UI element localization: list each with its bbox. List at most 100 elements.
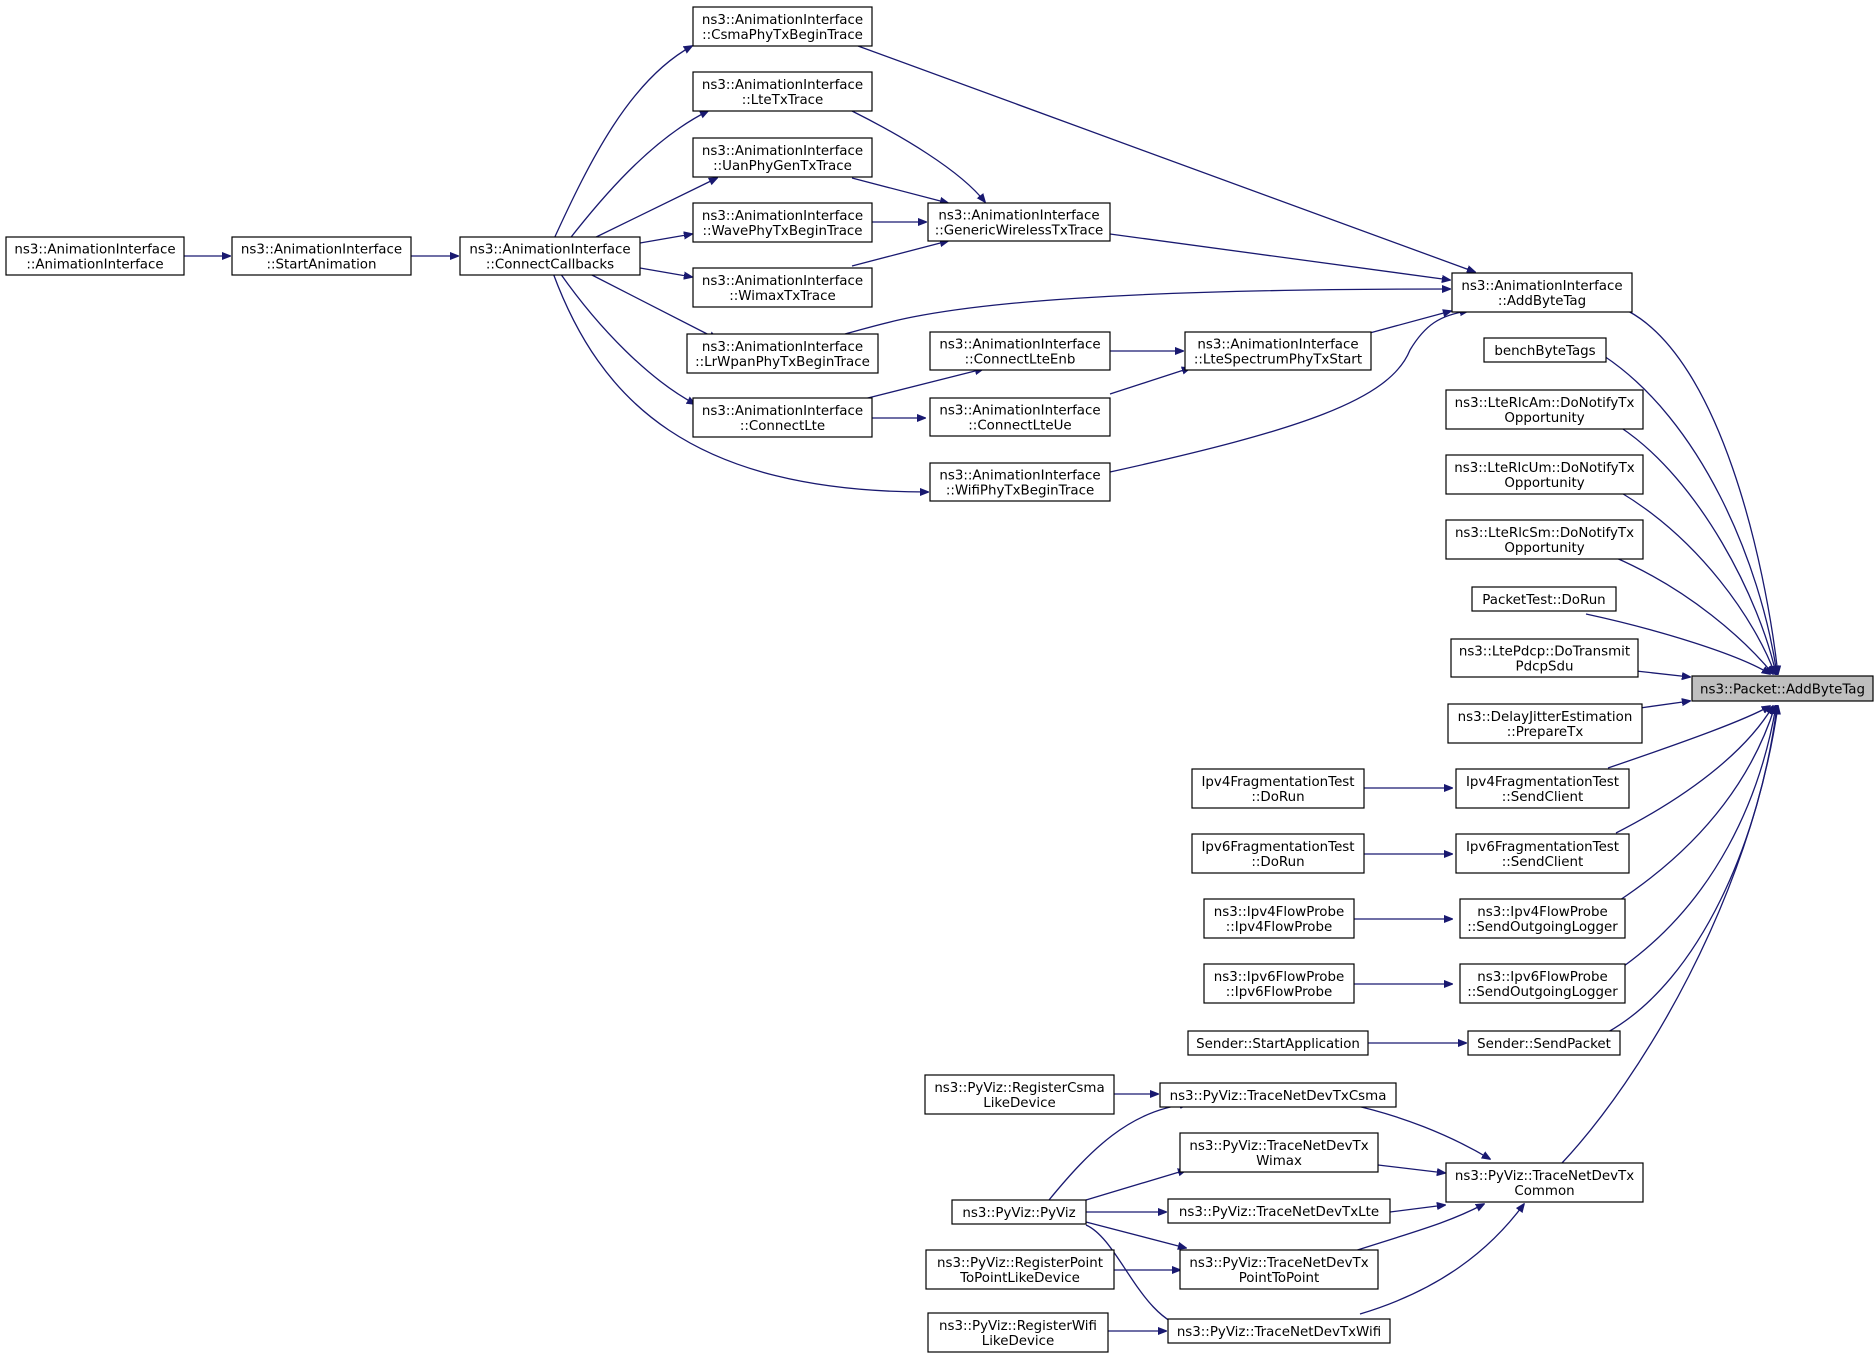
node-box: [1455, 833, 1630, 874]
node-addbyte[interactable]: ns3::AnimationInterface::AddByteTag: [1451, 272, 1633, 313]
node-root[interactable]: ns3::Packet::AddByteTag: [1691, 675, 1874, 702]
node-label: ::LteSpectrumPhyTxStart: [1194, 353, 1362, 368]
node-csma[interactable]: ns3::AnimationInterface::CsmaPhyTxBeginT…: [692, 6, 873, 47]
node-ipv6fr[interactable]: Ipv6FragmentationTest::DoRun: [1191, 833, 1365, 874]
node-box: [692, 6, 873, 47]
node-box: [1203, 898, 1355, 939]
node-bench[interactable]: benchByteTags: [1483, 337, 1607, 363]
node-ltespec[interactable]: ns3::AnimationInterface::LteSpectrumPhyT…: [1184, 331, 1372, 371]
node-label: Common: [1514, 1184, 1574, 1199]
node-label: ns3::AnimationInterface: [702, 274, 863, 289]
node-label: benchByteTags: [1494, 344, 1595, 359]
edge: [1389, 1205, 1445, 1213]
node-label: ::ConnectLteUe: [968, 419, 1071, 434]
edge: [639, 267, 692, 277]
node-label: ns3::DelayJitterEstimation: [1458, 710, 1633, 725]
node-label: ns3::LteRlcAm::DoNotifyTx: [1455, 396, 1635, 411]
node-uan[interactable]: ns3::AnimationInterface::UanPhyGenTxTrac…: [692, 137, 873, 178]
node-label: LikeDevice: [983, 1096, 1056, 1111]
node-box: [1447, 703, 1643, 744]
node-label: ::LteTxTrace: [742, 93, 824, 108]
node-conue[interactable]: ns3::AnimationInterface::ConnectLteUe: [929, 397, 1111, 437]
node-ipv4sc[interactable]: Ipv4FragmentationTest::SendClient: [1455, 768, 1630, 809]
node-box: [1179, 1132, 1379, 1173]
edge: [851, 110, 985, 202]
nodes: ns3::AnimationInterface::AnimationInterf…: [5, 6, 1874, 1353]
node-wave[interactable]: ns3::AnimationInterface::WavePhyTxBeginT…: [692, 202, 873, 243]
node-animctor[interactable]: ns3::AnimationInterface::AnimationInterf…: [5, 236, 185, 276]
node-tcsma[interactable]: ns3::PyViz::TraceNetDevTxCsma: [1159, 1082, 1397, 1108]
node-box: [925, 1249, 1115, 1290]
edge: [552, 272, 928, 492]
node-label: PointToPoint: [1239, 1271, 1320, 1286]
node-box: [5, 236, 185, 276]
node-label: ::ConnectCallbacks: [486, 258, 614, 273]
node-regp2p[interactable]: ns3::PyViz::RegisterPointToPointLikeDevi…: [925, 1249, 1115, 1290]
node-ipv4fr[interactable]: Ipv4FragmentationTest::DoRun: [1191, 768, 1365, 809]
node-ipv4so[interactable]: ns3::Ipv4FlowProbe::SendOutgoingLogger: [1459, 898, 1626, 939]
edge: [1607, 706, 1770, 769]
edge: [1615, 706, 1773, 834]
node-tlte[interactable]: ns3::PyViz::TraceNetDevTxLte: [1167, 1198, 1391, 1224]
node-box: [929, 462, 1111, 502]
edge: [587, 178, 717, 242]
edge: [1607, 706, 1777, 1033]
node-wimaxtr[interactable]: ns3::AnimationInterface::WimaxTxTrace: [692, 267, 873, 308]
node-label: ::AnimationInterface: [26, 258, 163, 273]
node-box: [692, 137, 873, 178]
node-conenb[interactable]: ns3::AnimationInterface::ConnectLteEnb: [929, 331, 1111, 371]
edge: [1627, 310, 1778, 674]
node-label: ::AddByteTag: [1498, 294, 1586, 309]
node-label: ::DoRun: [1251, 855, 1304, 870]
node-label: Sender::StartApplication: [1196, 1037, 1360, 1052]
node-ptest[interactable]: PacketTest::DoRun: [1471, 586, 1617, 612]
node-label: ::SendClient: [1502, 855, 1584, 870]
node-start[interactable]: ns3::AnimationInterface::StartAnimation: [231, 236, 412, 276]
edge: [559, 272, 695, 404]
node-box: [1159, 1082, 1397, 1108]
node-twifi[interactable]: ns3::PyViz::TraceNetDevTxWifi: [1167, 1318, 1391, 1344]
node-label: ns3::Ipv4FlowProbe: [1477, 905, 1607, 920]
node-sstart[interactable]: Sender::StartApplication: [1187, 1030, 1369, 1056]
node-wifitr[interactable]: ns3::AnimationInterface::WifiPhyTxBeginT…: [929, 462, 1111, 502]
node-ipv6so[interactable]: ns3::Ipv6FlowProbe::SendOutgoingLogger: [1459, 963, 1626, 1004]
node-connect[interactable]: ns3::AnimationInterface::ConnectCallback…: [459, 236, 641, 276]
edge: [1635, 670, 1690, 677]
node-ltetx[interactable]: ns3::AnimationInterface::LteTxTrace: [692, 71, 873, 112]
node-label: ::WavePhyTxBeginTrace: [702, 224, 862, 239]
node-box: [1167, 1198, 1391, 1224]
edge: [1085, 1221, 1186, 1248]
edge: [1347, 1103, 1490, 1159]
edge: [844, 289, 1450, 335]
node-box: [1445, 454, 1644, 495]
edge: [1623, 706, 1776, 967]
node-ipv6fp[interactable]: ns3::Ipv6FlowProbe::Ipv6FlowProbe: [1203, 963, 1355, 1004]
node-generic[interactable]: ns3::AnimationInterface::GenericWireless…: [927, 202, 1111, 242]
node-label: ns3::AnimationInterface: [702, 340, 863, 355]
node-label: ns3::AnimationInterface: [702, 144, 863, 159]
edge: [1603, 355, 1777, 674]
node-delay[interactable]: ns3::DelayJitterEstimation::PrepareTx: [1447, 703, 1643, 744]
node-ipv4fp[interactable]: ns3::Ipv4FlowProbe::Ipv4FlowProbe: [1203, 898, 1355, 939]
node-label: ns3::PyViz::RegisterPoint: [937, 1256, 1103, 1271]
node-pyviz[interactable]: ns3::PyViz::PyViz: [951, 1199, 1087, 1225]
node-label: ns3::PyViz::TraceNetDevTxCsma: [1170, 1089, 1387, 1104]
node-label: ::CsmaPhyTxBeginTrace: [702, 28, 863, 43]
node-lrwpan[interactable]: ns3::AnimationInterface::LrWpanPhyTxBegi…: [686, 333, 879, 374]
node-ipv6sc[interactable]: Ipv6FragmentationTest::SendClient: [1455, 833, 1630, 874]
node-label: ns3::PyViz::TraceNetDevTxWifi: [1177, 1325, 1381, 1340]
node-connlte[interactable]: ns3::AnimationInterface::ConnectLte: [692, 397, 873, 438]
node-ssend[interactable]: Sender::SendPacket: [1467, 1030, 1621, 1056]
node-label: ns3::LteRlcSm::DoNotifyTx: [1455, 526, 1634, 541]
edge: [1639, 701, 1690, 709]
node-box: [929, 397, 1111, 437]
